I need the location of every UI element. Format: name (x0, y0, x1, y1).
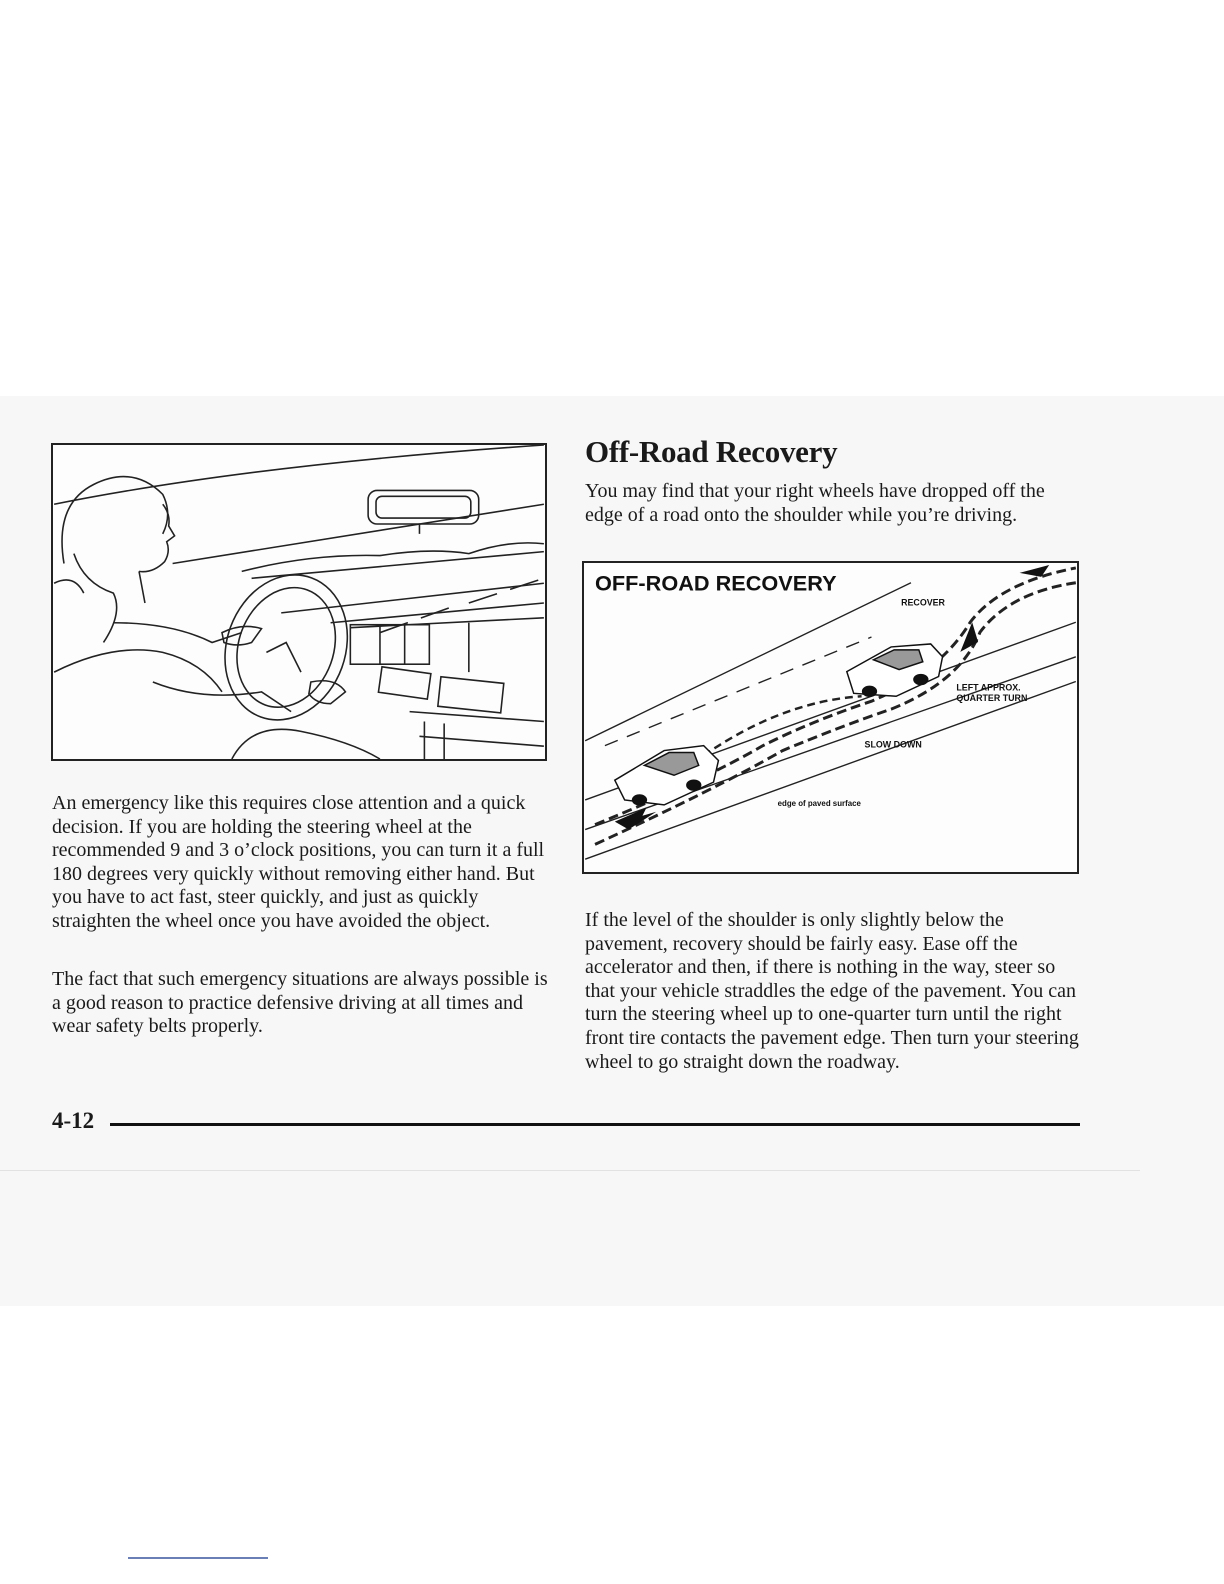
driver-illustration (51, 443, 547, 761)
recovery-drawing: OFF-ROAD RECOVERY RECOVER LEFT APPROX. Q… (584, 564, 1077, 860)
page-number: 4-12 (52, 1108, 95, 1133)
driver-drawing (53, 445, 545, 759)
paragraph-emergency: An emergency like this requires close at… (52, 792, 545, 932)
label-edge-of-paved-surface: edge of paved surface (778, 799, 862, 808)
section-heading: Off-Road Recovery (585, 434, 838, 469)
label-recover: RECOVER (901, 597, 945, 607)
paragraph-recovery: If the level of the shoulder is only sli… (585, 909, 1079, 1073)
bottom-mark-line (128, 1557, 268, 1559)
label-quarter-turn: QUARTER TURN (956, 693, 1027, 703)
paragraph-intro: You may find that your right wheels have… (585, 480, 1045, 526)
label-left-approx: LEFT APPROX. (956, 682, 1020, 692)
label-slow-down: SLOW DOWN (865, 740, 922, 750)
off-road-recovery-diagram: OFF-ROAD RECOVERY RECOVER LEFT APPROX. Q… (582, 561, 1079, 874)
paragraph-defensive-driving: The fact that such emergency situations … (52, 968, 548, 1038)
scan-line (0, 1170, 1140, 1171)
footer-rule (110, 1123, 1080, 1126)
diagram-title: OFF-ROAD RECOVERY (595, 571, 837, 596)
